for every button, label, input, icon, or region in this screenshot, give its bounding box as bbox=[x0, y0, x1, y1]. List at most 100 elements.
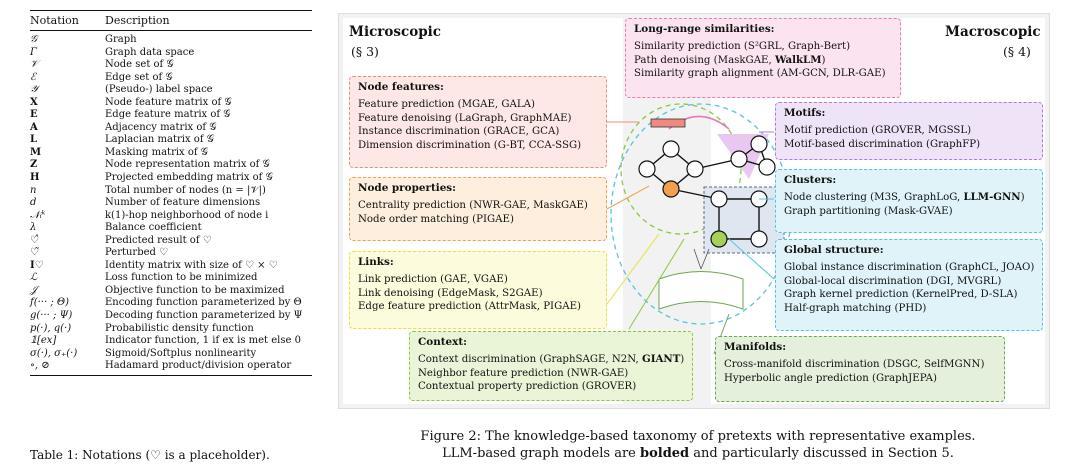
description-cell: (Pseudo-) label space bbox=[105, 84, 213, 96]
notation-cell: X bbox=[30, 96, 38, 108]
notation-cell: ℒ bbox=[30, 272, 38, 284]
clusters-line-1: Node clustering (M3S, GraphLoG, LLM-GNN) bbox=[784, 191, 1025, 204]
table-row: I♡ Identity matrix with size of ♡ × ♡ bbox=[30, 260, 312, 273]
manifolds-line-1: Cross-manifold discrimination (DSGC, Sel… bbox=[724, 359, 985, 371]
description-cell: Graph bbox=[105, 34, 137, 45]
global-line-4: Half-graph matching (PHD) bbox=[784, 302, 927, 314]
notation-cell: ℰ bbox=[30, 71, 37, 83]
manifold-shape bbox=[658, 271, 744, 310]
box-links: Links: Link prediction (GAE, VGAE) Link … bbox=[349, 251, 607, 329]
notation-cell: I♡ bbox=[30, 259, 44, 271]
table-row: ♡̃ Perturbed ♡ bbox=[30, 247, 312, 260]
table-row: L Laplacian matrix of 𝒢 bbox=[30, 134, 312, 147]
motifs-line-1: Motif prediction (GROVER, MGSSL) bbox=[784, 125, 972, 137]
description-cell: Laplacian matrix of 𝒢 bbox=[105, 134, 214, 146]
box-manifolds: Manifolds: Cross-manifold discrimination… bbox=[715, 336, 1005, 402]
long-range-title: Long-range similarities: bbox=[634, 23, 775, 35]
figure-caption-line-1: Figure 2: The knowledge-based taxonomy o… bbox=[420, 429, 976, 444]
taxonomy-figure: Microscopic (§ 3) Macroscopic (§ 4) bbox=[338, 13, 1050, 409]
table-row: ♡̂Predicted result of ♡ bbox=[30, 235, 312, 248]
clusters-title: Clusters: bbox=[784, 174, 837, 186]
table-header: Notation Description bbox=[30, 11, 312, 30]
node-properties-line-1: Centrality prediction (NWR-GAE, MaskGAE) bbox=[358, 200, 588, 212]
box-node-properties: Node properties: Centrality prediction (… bbox=[349, 177, 607, 241]
table-row: ℰ Edge set of 𝒢 bbox=[30, 72, 312, 85]
description-cell: Probabilistic density function bbox=[105, 322, 254, 334]
global-line-2: Global-local discrimination (DGI, MVGRL) bbox=[784, 275, 1002, 287]
node-features-line-2: Feature denoising (LaGraph, GraphMAE) bbox=[358, 112, 572, 124]
context-ellipse bbox=[620, 103, 742, 235]
links-line-1: Link prediction (GAE, VGAE) bbox=[358, 274, 508, 286]
context-line-1: Context discrimination (GraphSAGE, N2N, … bbox=[418, 353, 685, 366]
node-features-line-1: Feature prediction (MGAE, GALA) bbox=[358, 99, 536, 111]
figure-caption: Figure 2: The knowledge-based taxonomy o… bbox=[398, 428, 998, 462]
notation-cell: p(·), q(·) bbox=[30, 322, 72, 334]
table-top-rule bbox=[30, 10, 312, 11]
node-properties-title: Node properties: bbox=[358, 182, 456, 194]
description-cell: k(1)-hop neighborhood of node i bbox=[105, 209, 269, 221]
links-title: Links: bbox=[358, 256, 394, 268]
description-cell: Encoding function parameterized by Θ bbox=[105, 297, 302, 309]
context-line-3: Contextual property prediction (GROVER) bbox=[418, 381, 637, 393]
clusters-line-2: Graph partitioning (Mask-GVAE) bbox=[784, 205, 953, 217]
header-notation: Notation bbox=[30, 14, 79, 27]
notation-cell: L bbox=[30, 134, 38, 146]
manifolds-title: Manifolds: bbox=[724, 341, 787, 353]
context-line-2: Neighbor feature prediction (NWR-GAE) bbox=[418, 367, 629, 379]
table-row: Γ Graph data space bbox=[30, 47, 312, 60]
node-features-line-3: Instance discrimination (GRACE, GCA) bbox=[358, 126, 560, 138]
notation-cell: 𝒢 bbox=[30, 34, 38, 45]
table-row: f(··· ; Θ)Encoding function parameterize… bbox=[30, 297, 312, 310]
description-cell: Masking matrix of 𝒢 bbox=[105, 146, 208, 158]
description-cell: Node set of 𝒢 bbox=[105, 59, 174, 71]
description-cell: Total number of nodes (n = |𝒱|) bbox=[105, 184, 266, 196]
notation-cell: 𝒴 bbox=[30, 84, 38, 96]
description-cell: Edge set of 𝒢 bbox=[105, 71, 173, 83]
description-cell: Adjacency matrix of 𝒢 bbox=[105, 121, 217, 133]
notation-cell: Γ bbox=[30, 46, 37, 58]
table-bottom-rule bbox=[30, 374, 312, 376]
box-motifs: Motifs: Motif prediction (GROVER, MGSSL)… bbox=[775, 102, 1043, 160]
box-long-range: Long-range similarities: Similarity pred… bbox=[625, 18, 901, 98]
notation-cell: ♡̃ bbox=[30, 247, 39, 259]
description-cell: Perturbed ♡ bbox=[105, 247, 169, 259]
notation-cell: ♡̂ bbox=[30, 234, 39, 246]
table-row: 𝒩ᵢᵏ k(1)-hop neighborhood of node i bbox=[30, 210, 312, 223]
macro-title: Macroscopic bbox=[945, 24, 1041, 40]
micro-title: Microscopic bbox=[349, 24, 442, 40]
context-title: Context: bbox=[418, 336, 467, 348]
description-cell: Graph data space bbox=[105, 46, 195, 58]
notation-cell: Z bbox=[30, 159, 38, 171]
notation-cell: λ bbox=[30, 222, 37, 234]
description-cell: Identity matrix with size of ♡ × ♡ bbox=[105, 259, 278, 271]
description-cell: Loss function to be minimized bbox=[105, 272, 258, 284]
long-range-line-1: Similarity prediction (S²GRL, Graph-Bert… bbox=[634, 41, 851, 53]
node-properties-line-2: Node order matching (PIGAE) bbox=[358, 213, 514, 225]
figure-caption-line-2: LLM-based graph models are bolded and pa… bbox=[442, 446, 954, 461]
description-cell: Hadamard product/division operator bbox=[105, 360, 292, 372]
notation-cell: 𝟙[ex] bbox=[30, 335, 57, 347]
description-cell: Edge feature matrix of 𝒢 bbox=[105, 109, 231, 121]
highlighted-node bbox=[662, 180, 680, 198]
notation-cell: 𝒩ᵢᵏ bbox=[30, 209, 46, 221]
notation-cell: σ(·), σ₊(·) bbox=[30, 347, 78, 359]
notation-cell: d bbox=[30, 197, 37, 209]
header-description: Description bbox=[105, 14, 170, 27]
description-cell: Node feature matrix of 𝒢 bbox=[105, 96, 232, 108]
description-cell: Number of feature dimensions bbox=[105, 197, 261, 209]
motifs-title: Motifs: bbox=[784, 107, 826, 119]
links-line-3: Edge feature prediction (AttrMask, PIGAE… bbox=[358, 301, 581, 313]
table-row: d Number of feature dimensions bbox=[30, 197, 312, 210]
micro-section: (§ 3) bbox=[351, 44, 379, 59]
table-row: 𝒢 Graph bbox=[30, 34, 312, 47]
table-row: ℒ Loss function to be minimized bbox=[30, 272, 312, 285]
table-row: X Node feature matrix of 𝒢 bbox=[30, 97, 312, 110]
